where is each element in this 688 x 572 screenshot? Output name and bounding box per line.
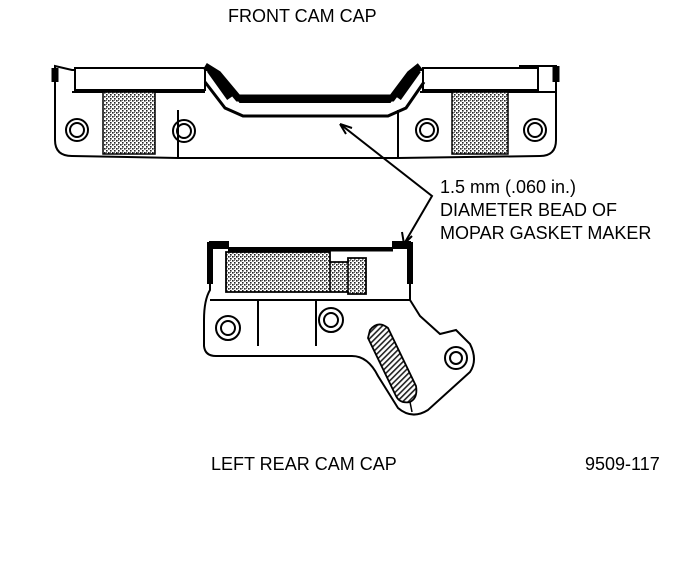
callout-line-3: MOPAR GASKET MAKER: [440, 223, 652, 243]
callout-line-1: 1.5 mm (.060 in.): [440, 177, 577, 197]
front-cam-cap-label: FRONT CAM CAP: [228, 6, 377, 26]
front-cam-cap: [51, 63, 560, 159]
rear-cap-oil-slot: [367, 323, 418, 404]
rear-bolt-hole-2: [318, 307, 344, 333]
rear-sealer-bead: [207, 242, 413, 284]
front-bolt-hole-1: [65, 118, 89, 142]
front-cap-pad-right: [451, 91, 509, 155]
rear-cap-pad: [225, 251, 367, 295]
left-rear-cam-cap-label: LEFT REAR CAM CAP: [211, 454, 397, 474]
rear-bolt-hole-3: [444, 346, 468, 370]
callout-line-2: DIAMETER BEAD OF: [440, 200, 618, 220]
front-bolt-hole-2: [172, 119, 196, 143]
front-bolt-hole-4: [523, 118, 547, 142]
front-cap-slot-right: [422, 67, 539, 91]
rear-bolt-hole-1: [215, 315, 241, 341]
front-cap-pad-left: [102, 91, 156, 155]
left-rear-cam-cap: [203, 241, 475, 416]
sealer-callout-label: 1.5 mm (.060 in.) DIAMETER BEAD OF MOPAR…: [440, 176, 651, 245]
front-cap-slot-left: [74, 67, 206, 91]
front-bolt-hole-3: [415, 118, 439, 142]
figure-number: 9509-117: [585, 454, 660, 474]
